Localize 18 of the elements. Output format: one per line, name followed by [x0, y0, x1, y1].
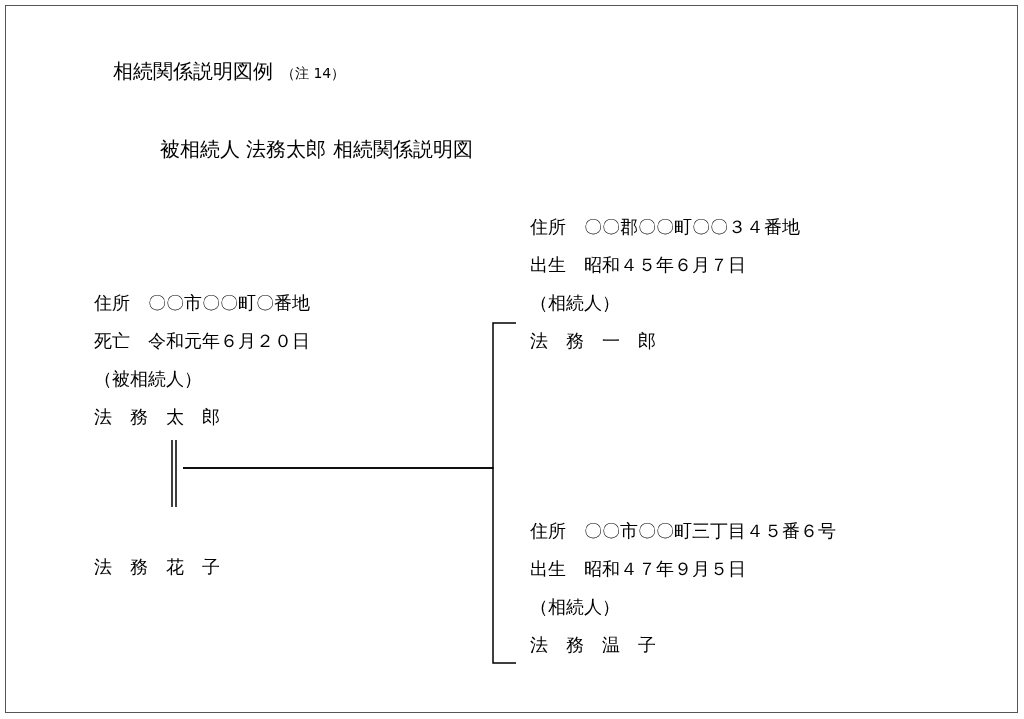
person-text: 法 務 温 子: [530, 633, 656, 657]
person-text: （被相続人）: [94, 367, 202, 391]
person-text: 住所 〇〇市〇〇町三丁目４５番６号: [530, 519, 836, 543]
person-text: 出生 昭和４５年６月７日: [530, 253, 746, 277]
title: 相続関係説明図例: [113, 58, 273, 85]
double-line: [171, 439, 177, 508]
person-text: 住所 〇〇市〇〇町〇番地: [94, 291, 310, 315]
connector-line: [182, 467, 517, 664]
person-text: 死亡 令和元年６月２０日: [94, 329, 310, 353]
person-text: 住所 〇〇郡〇〇町〇〇３４番地: [530, 215, 800, 239]
note-text: （注 14）: [281, 64, 346, 83]
person-text: 法 務 太 郎: [94, 405, 220, 429]
person-text: 法 務 花 子: [94, 555, 220, 579]
person-text: 出生 昭和４７年９月５日: [530, 557, 746, 581]
person-text: （相続人）: [530, 595, 620, 619]
person-text: 法 務 一 郎: [530, 329, 656, 353]
subtitle: 被相続人 法務太郎 相続関係説明図: [160, 136, 473, 163]
person-text: （相続人）: [530, 291, 620, 315]
